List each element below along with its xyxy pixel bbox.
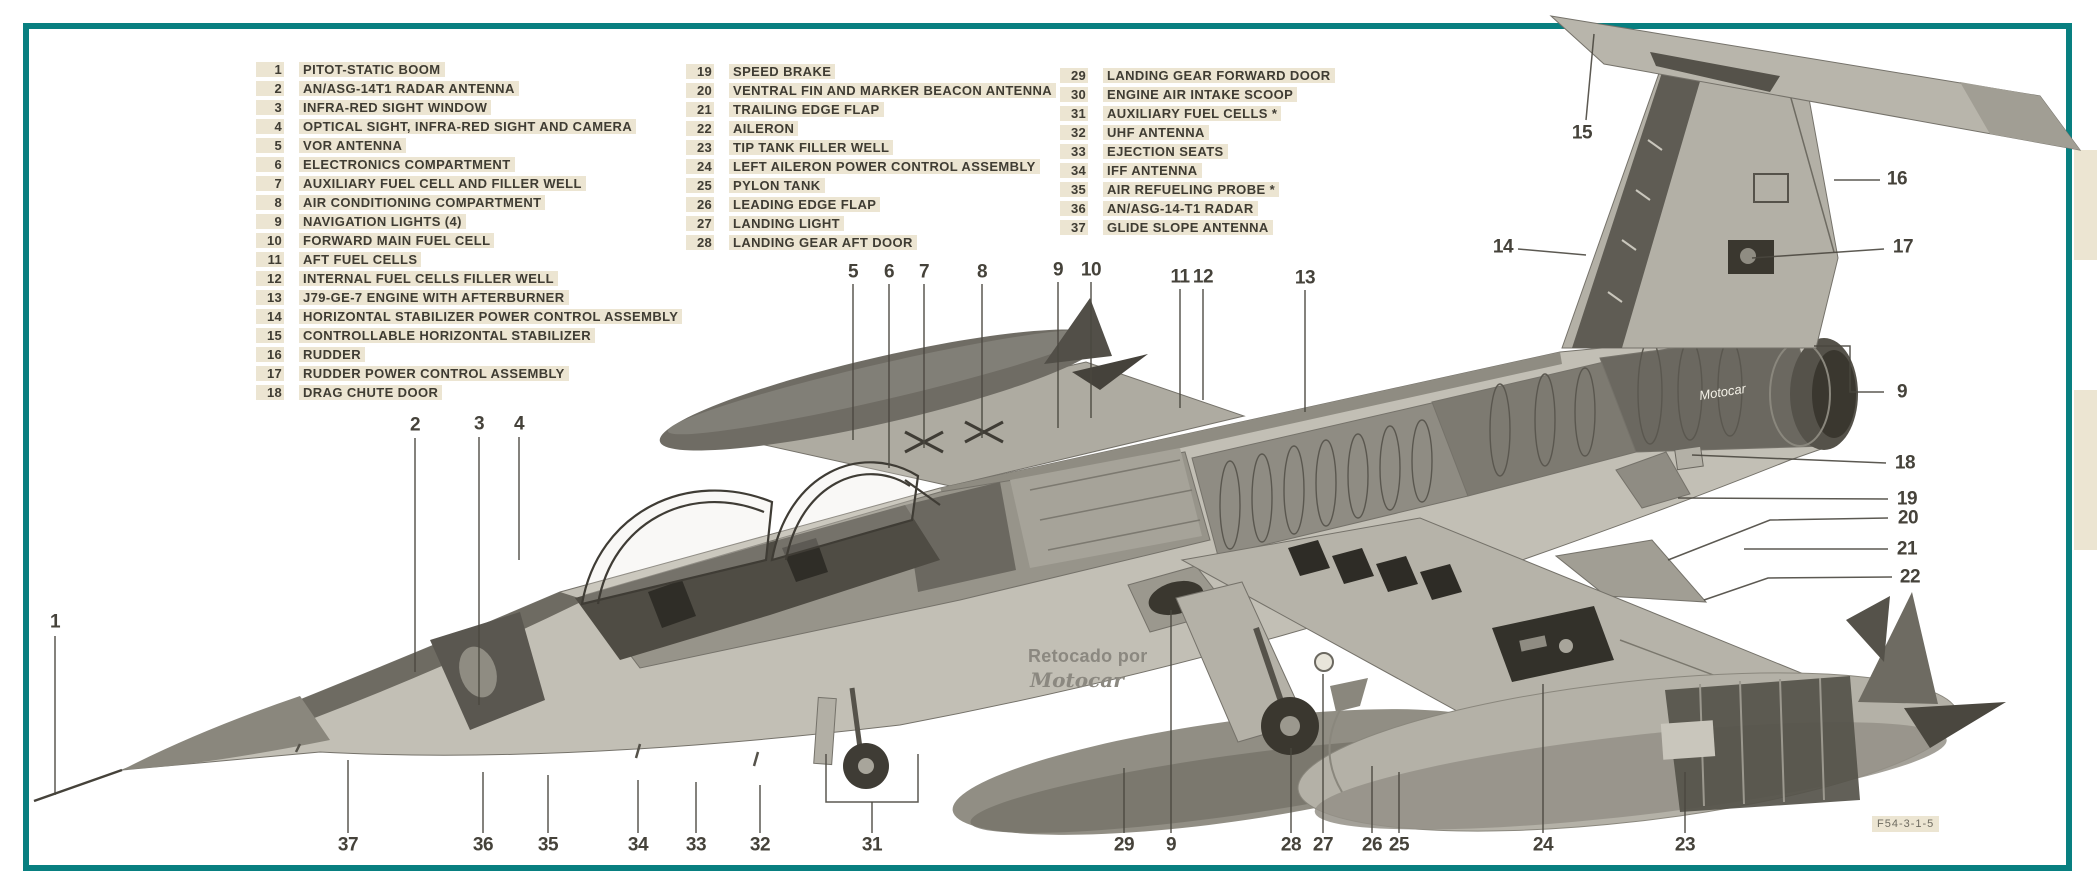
callout-number-28: 28 bbox=[1281, 835, 1301, 856]
spine-shading bbox=[940, 352, 1562, 500]
callout-number-24: 24 bbox=[1533, 835, 1554, 856]
leader-line-18 bbox=[1691, 454, 1887, 464]
credit-signature: Motocar bbox=[1030, 667, 1124, 692]
vertical-fin bbox=[1561, 41, 1839, 349]
page-border-frame bbox=[23, 23, 2072, 871]
callout-number-14: 14 bbox=[1493, 237, 1514, 258]
callout-number-31: 31 bbox=[862, 835, 883, 856]
stabilizer-root-cutaway bbox=[1650, 52, 1780, 92]
callout-number-7: 7 bbox=[919, 262, 929, 283]
callout-number-27: 27 bbox=[1313, 835, 1333, 856]
leader-line-22 bbox=[1703, 576, 1893, 601]
callout-number-19: 19 bbox=[1897, 489, 1917, 510]
callout-number-9: 9 bbox=[1053, 260, 1063, 281]
drag-chute-door bbox=[1674, 445, 1704, 471]
tip-tank-fin bbox=[1846, 596, 1890, 662]
callout-number-35: 35 bbox=[538, 835, 559, 856]
ejection-seat bbox=[782, 538, 828, 582]
horizontal-stabilizer bbox=[1549, 15, 2082, 151]
tip-tank-fin bbox=[1858, 592, 1938, 704]
callout-number-12: 12 bbox=[1193, 267, 1213, 288]
pitot-boom bbox=[33, 768, 123, 803]
fuel-cell-bay bbox=[1010, 448, 1202, 568]
callout-number-21: 21 bbox=[1897, 539, 1918, 560]
callout-number-25: 25 bbox=[1389, 835, 1410, 856]
fin-inspection-panel bbox=[1753, 173, 1789, 203]
callout-number-36: 36 bbox=[473, 835, 493, 856]
electronics-bay bbox=[905, 482, 1016, 592]
callout-number-37: 37 bbox=[338, 835, 358, 856]
leader-line-19 bbox=[1677, 497, 1889, 500]
callout-number-9: 9 bbox=[1166, 835, 1176, 856]
engine-watermark: Motocar bbox=[1698, 381, 1747, 403]
canopy bbox=[580, 461, 941, 606]
callout-number-16: 16 bbox=[1887, 169, 1907, 190]
leader-line-14 bbox=[1517, 248, 1587, 256]
callout-number-20: 20 bbox=[1898, 508, 1918, 529]
callout-number-6: 6 bbox=[884, 262, 894, 283]
callout-number-10: 10 bbox=[1081, 260, 1101, 281]
tip-tank-filler-well bbox=[1660, 720, 1716, 760]
callout-number-11: 11 bbox=[1170, 267, 1190, 288]
tip-tank-fin bbox=[1904, 702, 2006, 748]
near-tip-tank bbox=[1297, 592, 2006, 832]
callout-number-29: 29 bbox=[1114, 835, 1134, 856]
callout-number-26: 26 bbox=[1362, 835, 1382, 856]
callout-number-33: 33 bbox=[686, 835, 706, 856]
callout-number-8: 8 bbox=[977, 262, 987, 283]
leader-line-31 bbox=[825, 754, 919, 803]
callout-number-32: 32 bbox=[750, 835, 770, 856]
nose-landing-gear bbox=[813, 687, 889, 789]
callout-number-1: 1 bbox=[50, 612, 61, 633]
scan-artifact bbox=[2074, 150, 2097, 260]
belly-antennas bbox=[294, 743, 760, 767]
callout-number-2: 2 bbox=[410, 415, 420, 436]
leader-line-15 bbox=[1585, 33, 1595, 121]
nose-gear-door bbox=[813, 696, 837, 766]
retouch-credit: Retocado por Motocar bbox=[1028, 646, 1148, 692]
far-tank-fin bbox=[1044, 298, 1112, 364]
ventral-fin bbox=[1554, 539, 1708, 603]
callout-number-5: 5 bbox=[848, 262, 859, 283]
radome bbox=[122, 696, 330, 770]
callout-number-9: 9 bbox=[1897, 382, 1907, 403]
radar-dish bbox=[459, 646, 497, 698]
callout-number-4: 4 bbox=[514, 414, 525, 435]
pylon bbox=[1330, 678, 1368, 712]
callout-number-23: 23 bbox=[1675, 835, 1695, 856]
credit-text: Retocado por bbox=[1028, 646, 1148, 666]
aileron-pca-cutout bbox=[1492, 606, 1614, 682]
callout-number-18: 18 bbox=[1895, 453, 1915, 474]
callout-number-3: 3 bbox=[474, 414, 484, 435]
ejection-seat bbox=[648, 580, 696, 628]
scan-artifact bbox=[2074, 390, 2097, 550]
main-landing-gear bbox=[1175, 581, 1334, 755]
callout-number-34: 34 bbox=[628, 835, 649, 856]
exhaust-nozzle bbox=[1769, 338, 1858, 450]
callout-number-13: 13 bbox=[1295, 268, 1315, 289]
cockpit bbox=[575, 461, 941, 660]
speed-brake bbox=[1615, 451, 1691, 509]
tip-tank-cutaway bbox=[1665, 676, 1860, 812]
callout-number-17: 17 bbox=[1893, 237, 1913, 258]
fin-leading-edge-cutaway bbox=[1572, 48, 1708, 348]
callout-number-15: 15 bbox=[1572, 123, 1593, 144]
landing-light bbox=[1314, 652, 1334, 672]
leader-line-17 bbox=[1751, 248, 1885, 259]
leader-line-20 bbox=[1667, 517, 1889, 561]
leader-line-9 bbox=[1814, 345, 1884, 393]
figure-number: F54-3-1-5 bbox=[1872, 816, 1940, 832]
callout-number-22: 22 bbox=[1900, 567, 1920, 588]
